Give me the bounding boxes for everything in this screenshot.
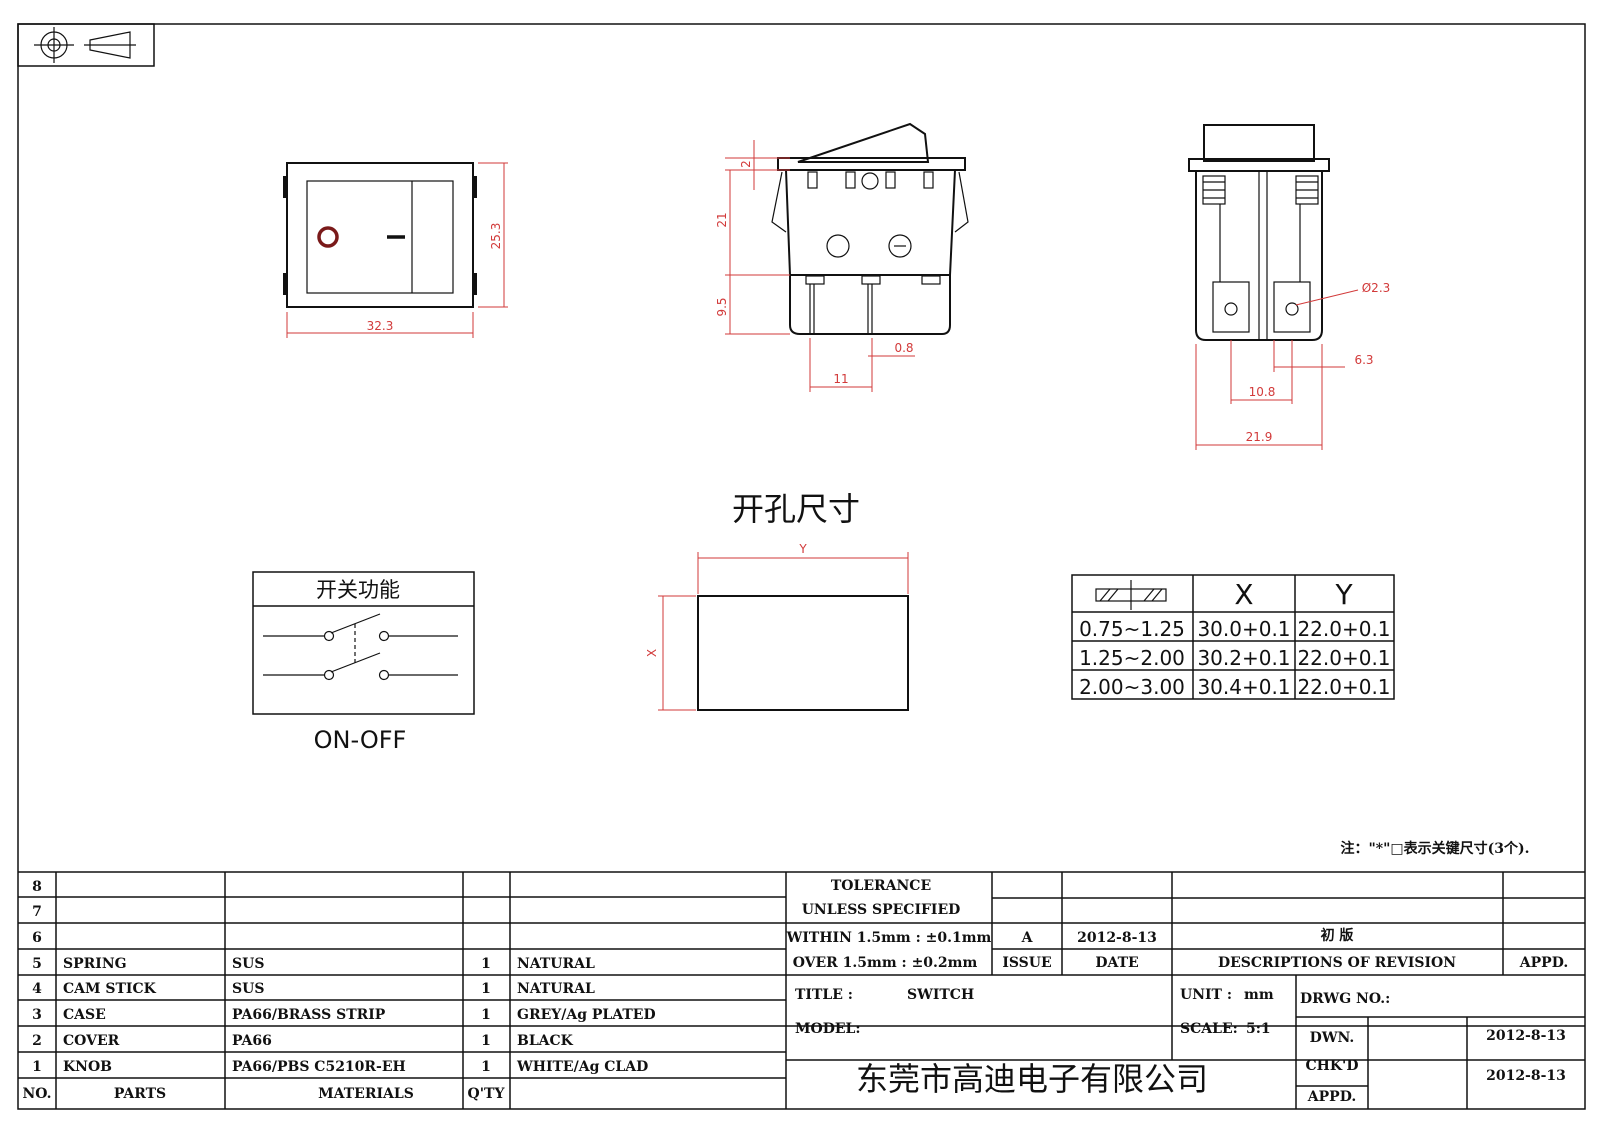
- side-view: 2 21 9.5 11 0.8: [715, 122, 969, 392]
- front-width-dim: 32.3: [367, 319, 394, 333]
- table-cell: 30.0+0.1: [1197, 617, 1290, 641]
- table-cell: 0.75~1.25: [1079, 617, 1185, 641]
- unit-value: mm: [1244, 987, 1274, 1003]
- bom-qty: 1: [481, 981, 491, 997]
- table-cell: 30.2+0.1: [1197, 646, 1290, 670]
- side-dim-0-8: 0.8: [894, 341, 913, 355]
- bom-part: CASE: [63, 1007, 106, 1023]
- bom-part: COVER: [63, 1033, 120, 1049]
- bom-no: 8: [32, 879, 42, 895]
- bom-header-parts: PARTS: [114, 1086, 166, 1102]
- bom-no: 2: [32, 1033, 42, 1049]
- table-cell: 30.4+0.1: [1197, 675, 1290, 699]
- bom-no: 1: [32, 1059, 42, 1075]
- bom-finish: NATURAL: [517, 956, 595, 972]
- table-cell: 22.0+0.1: [1297, 617, 1390, 641]
- tolerance-line-3: WITHIN 1.5mm : ±0.1mm: [786, 930, 992, 946]
- table-header-x: X: [1234, 578, 1253, 611]
- bom-no: 5: [32, 956, 42, 972]
- cutout-table: X Y 0.75~1.25 30.0+0.1 22.0+0.1 1.25~2.0…: [1071, 574, 1395, 700]
- table-cell: 2.00~3.00: [1079, 675, 1185, 699]
- bom-table: 8 7 6 5 SPRING SUS 1 NATURAL 4 CAM STICK…: [22, 879, 655, 1102]
- key-dimension-note: 注："*"□表示关键尺寸(3个).: [1341, 840, 1530, 857]
- drwg-no-label: DRWG NO.:: [1300, 991, 1390, 1007]
- bom-header-materials: MATERIALS: [318, 1086, 414, 1102]
- table-cell: 22.0+0.1: [1297, 646, 1390, 670]
- end-dim-6-3: 6.3: [1354, 353, 1373, 367]
- revision-date: 2012-8-13: [1077, 930, 1157, 946]
- revision-issue: A: [1021, 930, 1034, 946]
- bom-part: KNOB: [63, 1059, 112, 1075]
- model-label: MODEL:: [795, 1021, 861, 1037]
- first-angle-projection-icon: [17, 23, 155, 67]
- table-cell: 22.0+0.1: [1297, 675, 1390, 699]
- tolerance-line-4: OVER 1.5mm : ±0.2mm: [793, 955, 978, 971]
- tolerance-line-1: TOLERANCE: [831, 878, 931, 894]
- bom-material: PA66/BRASS STRIP: [232, 1007, 386, 1023]
- bom-finish: WHITE/Ag CLAD: [516, 1059, 648, 1075]
- title-label: TITLE :: [795, 987, 853, 1003]
- switch-function-label: ON-OFF: [314, 726, 407, 754]
- bom-material: PA66: [232, 1033, 272, 1049]
- bom-no: 6: [32, 930, 42, 946]
- bom-no: 3: [32, 1007, 42, 1023]
- bom-finish: BLACK: [517, 1033, 574, 1049]
- bom-finish: NATURAL: [517, 981, 595, 997]
- bom-no: 4: [32, 981, 42, 997]
- side-dim-2: 2: [739, 160, 753, 168]
- title-block-grid: [18, 871, 1585, 1109]
- revision-header-date: DATE: [1095, 955, 1138, 971]
- tolerance-line-2: UNLESS SPECIFIED: [802, 902, 961, 918]
- end-dim-21-9: 21.9: [1246, 430, 1273, 444]
- unit-label: UNIT :: [1180, 987, 1232, 1003]
- dwn-label: DWN.: [1310, 1030, 1355, 1046]
- off-symbol: [317, 226, 339, 248]
- bom-material: PA66/PBS C5210R-EH: [232, 1059, 406, 1075]
- end-view: Ø2.3 6.3 10.8 21.9: [1188, 124, 1391, 450]
- cutout-dim-y: Y: [798, 542, 807, 556]
- scale-label: SCALE:: [1180, 1021, 1238, 1037]
- revision-header-desc: DESCRIPTIONS OF REVISION: [1218, 955, 1456, 971]
- appd-label: APPD.: [1307, 1089, 1356, 1105]
- bom-header-qty: Q'TY: [468, 1086, 506, 1102]
- chkd-date: 2012-8-13: [1486, 1068, 1566, 1084]
- revision-header-appd: APPD.: [1519, 955, 1568, 971]
- side-dim-9-5: 9.5: [715, 297, 729, 316]
- switch-function-box: 开关功能: [252, 571, 475, 715]
- revision-description: 初 版: [1321, 927, 1354, 944]
- cutout-title: 开孔尺寸: [732, 490, 860, 528]
- bom-header-no: NO.: [22, 1086, 51, 1102]
- end-dim-hole: Ø2.3: [1362, 281, 1391, 295]
- end-dim-10-8: 10.8: [1249, 385, 1276, 399]
- side-dim-11: 11: [833, 372, 848, 386]
- bom-no: 7: [32, 904, 42, 920]
- bom-qty: 1: [481, 1007, 491, 1023]
- bom-material: SUS: [232, 956, 264, 972]
- switch-function-title: 开关功能: [316, 578, 400, 602]
- chkd-label: CHK'D: [1306, 1058, 1359, 1074]
- scale-value: 5:1: [1246, 1021, 1271, 1037]
- sheet-border: [17, 23, 1586, 1110]
- table-cell: 1.25~2.00: [1079, 646, 1185, 670]
- table-header-y: Y: [1334, 578, 1353, 611]
- bom-part: CAM STICK: [63, 981, 157, 997]
- bom-qty: 1: [481, 956, 491, 972]
- cutout-diagram: Y X: [645, 542, 909, 711]
- bom-qty: 1: [481, 1033, 491, 1049]
- revision-header-issue: ISSUE: [1002, 955, 1051, 971]
- front-height-dim: 25.3: [489, 223, 503, 250]
- cutout-dim-x: X: [645, 649, 659, 657]
- dwn-date: 2012-8-13: [1486, 1028, 1566, 1044]
- bom-qty: 1: [481, 1059, 491, 1075]
- company-name: 东莞市高迪电子有限公司: [856, 1060, 1208, 1098]
- bom-part: SPRING: [63, 956, 127, 972]
- title-value: SWITCH: [907, 987, 974, 1003]
- thickness-icon: [1095, 580, 1167, 610]
- side-dim-21: 21: [715, 212, 729, 227]
- bom-finish: GREY/Ag PLATED: [517, 1007, 656, 1023]
- bom-material: SUS: [232, 981, 264, 997]
- front-view: 32.3 25.3: [283, 162, 508, 338]
